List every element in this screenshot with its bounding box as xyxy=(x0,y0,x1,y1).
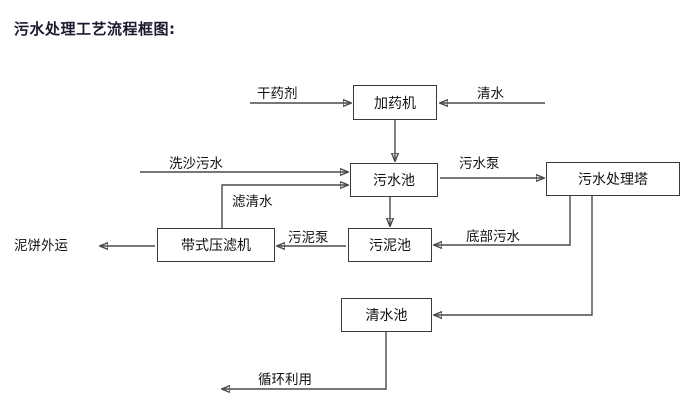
edge-filtrate-to-sewage-pool xyxy=(221,185,348,228)
edge-bottom-sewage-to-sludge-pool xyxy=(434,196,571,245)
label-clean-water-inlet: 清水 xyxy=(477,86,504,102)
label-mud-cake-transport: 泥饼外运 xyxy=(14,238,68,254)
node-treatment-tower[interactable]: 污水处理塔 xyxy=(546,162,680,196)
page-title: 污水处理工艺流程框图: xyxy=(14,20,176,38)
node-sewage-pool[interactable]: 污水池 xyxy=(350,163,438,197)
node-label: 清水池 xyxy=(365,308,408,324)
label-sand-wash-sewage: 洗沙污水 xyxy=(169,156,223,172)
label-dry-agent: 干药剂 xyxy=(257,86,298,102)
label-sewage-pump: 污水泵 xyxy=(459,156,500,172)
node-belt-filter-press[interactable]: 带式压滤机 xyxy=(157,228,275,262)
node-label: 带式压滤机 xyxy=(181,238,251,254)
node-dosing-machine[interactable]: 加药机 xyxy=(353,85,437,120)
label-bottom-sewage: 底部污水 xyxy=(466,229,520,245)
label-sludge-pump: 污泥泵 xyxy=(288,230,329,246)
node-clean-water-pool[interactable]: 清水池 xyxy=(341,298,432,332)
label-recycle-use: 循环利用 xyxy=(258,372,312,388)
label-filtered-clear-water: 滤清水 xyxy=(232,194,273,210)
node-sludge-pool[interactable]: 污泥池 xyxy=(348,228,432,262)
edge-tower-to-clean-water-pool xyxy=(434,196,593,315)
edge-clean-water-to-recycle xyxy=(222,332,387,389)
node-label: 污水池 xyxy=(373,173,415,189)
node-label: 污泥池 xyxy=(369,238,411,254)
node-label: 污水处理塔 xyxy=(578,172,648,188)
node-label: 加药机 xyxy=(374,95,416,112)
